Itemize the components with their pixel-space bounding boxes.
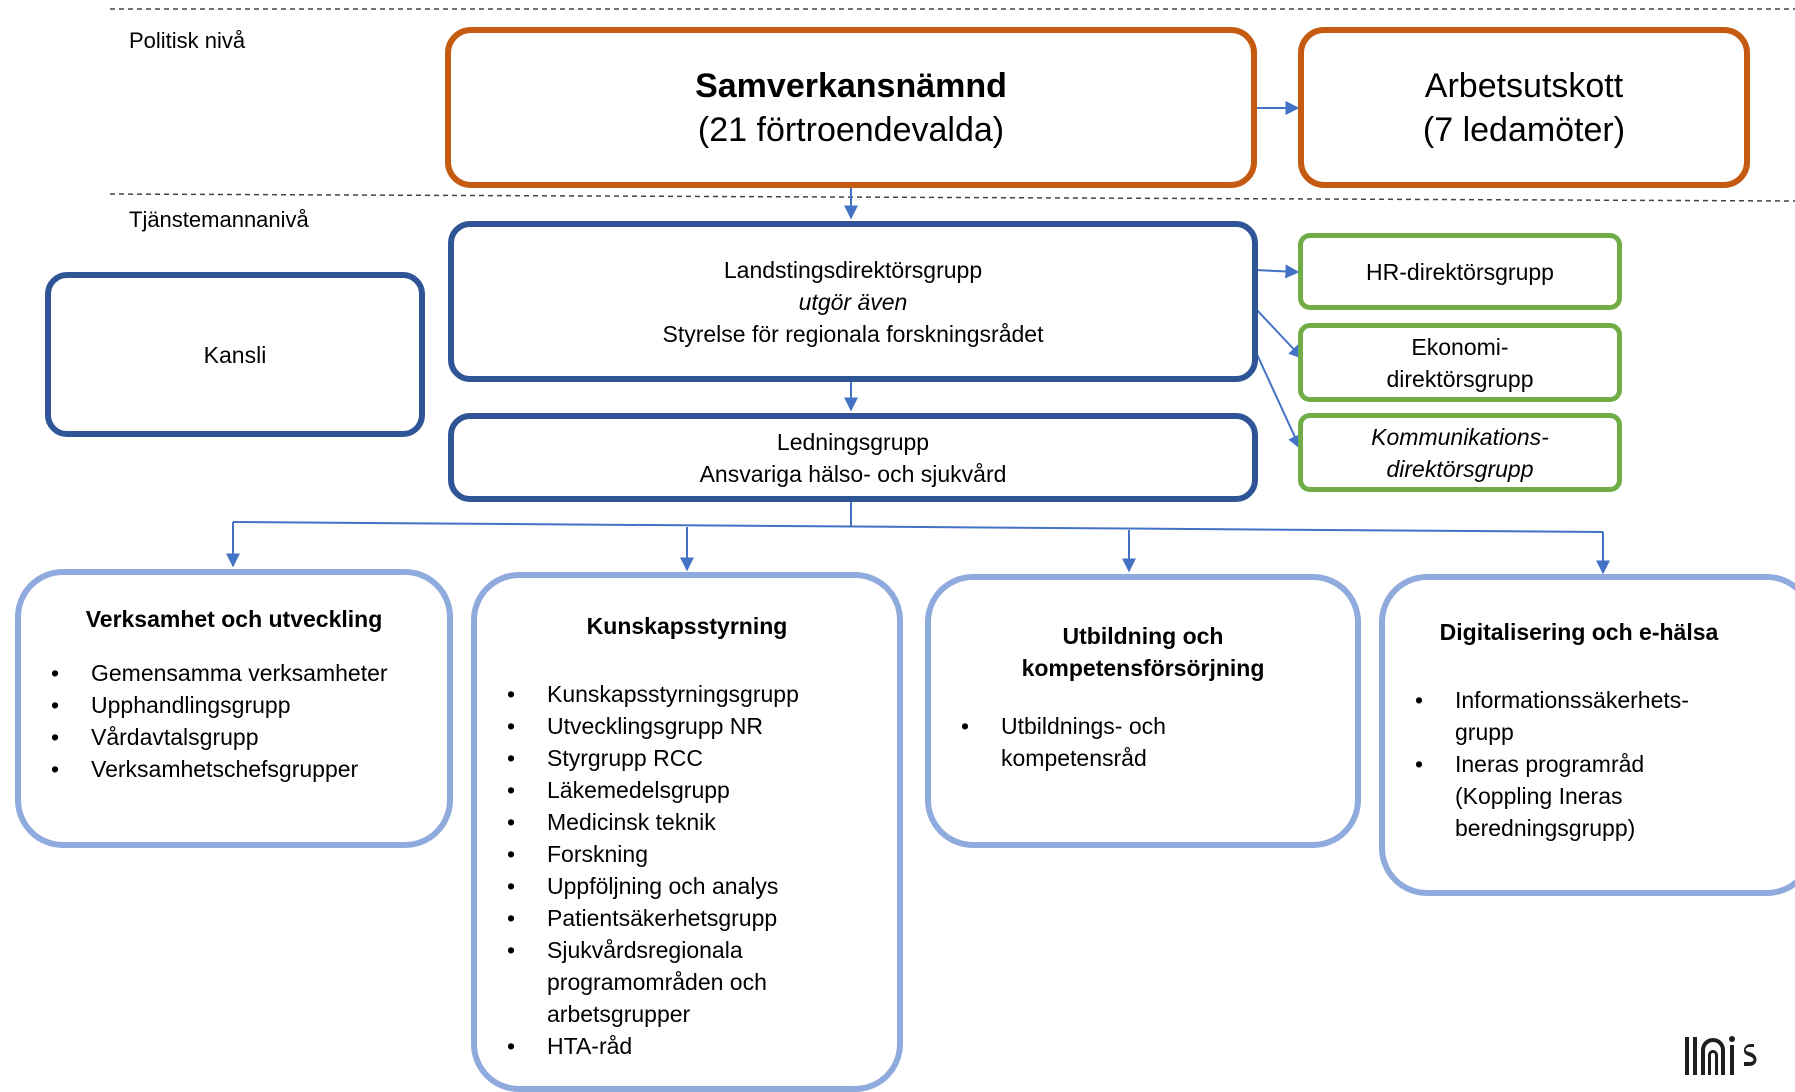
ekonomi-line2: direktörsgrupp — [1386, 365, 1534, 392]
landstingsdirektorsgrupp-box: Landstingsdirektörsgrupp utgör även Styr… — [448, 221, 1258, 382]
hr-direktorsgrupp-box: HR-direktörsgrupp — [1298, 233, 1622, 310]
hr-label: HR-direktörsgrupp — [1366, 258, 1554, 285]
list-item: Patientsäkerhetsgrupp — [477, 902, 797, 934]
samverkansnamnd-subtitle: (21 förtroendevalda) — [697, 110, 1005, 149]
panel-digital-title: Digitalisering och e-hälsa — [1439, 619, 1719, 645]
panel-kunskap: Kunskapsstyrning Kunskapsstyrningsgrupp … — [471, 572, 903, 1092]
ledningsgrupp-line1: Ledningsgrupp — [776, 428, 930, 455]
list-item: Forskning — [477, 838, 797, 870]
panel-digital: Digitalisering och e-hälsa Informationss… — [1379, 574, 1795, 896]
samverkansnamnd-title: Samverkansnämnd — [695, 66, 1007, 105]
landstingsdir-line3: Styrelse för regionala forskningsrådet — [662, 320, 1044, 347]
arrow-to-ekonomi — [1254, 307, 1303, 360]
arbetsutskott-subtitle: (7 ledamöter) — [1422, 110, 1626, 149]
arbetsutskott-title: Arbetsutskott — [1424, 66, 1624, 105]
samverkansnamnd-box: Samverkansnämnd (21 förtroendevalda) — [445, 27, 1257, 188]
ledningsgrupp-line2: Ansvariga hälso- och sjukvård — [699, 460, 1007, 487]
kommunikation-line1: Kommunikations- — [1371, 423, 1549, 450]
ekonomi-line1: Ekonomi- — [1411, 333, 1509, 360]
list-item: Vårdavtalsgrupp — [21, 721, 401, 753]
kommunikation-direktorsgrupp-box: Kommunikations- direktörsgrupp — [1298, 413, 1622, 492]
level-label-political: Politisk nivå — [129, 28, 246, 53]
list-item: Verksamhetschefsgrupper — [21, 753, 401, 785]
landstingsdir-line1: Landstingsdirektörsgrupp — [723, 256, 983, 283]
arbetsutskott-box: Arbetsutskott (7 ledamöter) — [1298, 27, 1750, 188]
list-item: Läkemedelsgrupp — [477, 774, 797, 806]
ledningsgrupp-box: Ledningsgrupp Ansvariga hälso- och sjukv… — [448, 413, 1258, 502]
list-item: Medicinsk teknik — [477, 806, 797, 838]
list-item: Utvecklingsgrupp NR — [477, 710, 797, 742]
connector-horizontal — [232, 521, 1604, 533]
arrow-to-kommunikation — [1254, 349, 1302, 450]
level-label-official: Tjänstemannanivå — [129, 207, 309, 232]
list-item: Informationssäkerhets-grupp — [1385, 684, 1689, 748]
panel-utbildning-list: Utbildnings- och kompetensråd — [931, 710, 1211, 774]
list-item: Kunskapsstyrningsgrupp — [477, 678, 799, 710]
logo-icon — [1685, 1036, 1757, 1075]
list-item: Gemensamma verksamheter — [21, 657, 401, 689]
ekonomi-direktorsgrupp-box: Ekonomi- direktörsgrupp — [1298, 323, 1622, 402]
kansli-box: Kansli — [45, 272, 425, 437]
landstingsdir-line2: utgör även — [798, 288, 908, 315]
kommunikation-line2: direktörsgrupp — [1386, 455, 1534, 482]
panel-kunskap-title: Kunskapsstyrning — [586, 613, 788, 639]
list-item: Upphandlingsgrupp — [21, 689, 401, 721]
list-item: Utbildnings- och kompetensråd — [931, 710, 1211, 774]
panel-digital-list: Informationssäkerhets-grupp Ineras progr… — [1385, 684, 1689, 844]
kansli-label: Kansli — [203, 341, 267, 368]
list-item: Sjukvårdsregionala programområden och ar… — [477, 934, 797, 1030]
panel-utbildning-title: Utbildning och kompetensförsörjning — [1021, 623, 1265, 681]
panel-verksamhet: Verksamhet och utveckling Gemensamma ver… — [15, 569, 453, 848]
list-item: Styrgrupp RCC — [477, 742, 797, 774]
list-item: HTA-råd — [477, 1030, 797, 1062]
panel-verksamhet-list: Gemensamma verksamheter Upphandlingsgrup… — [21, 657, 401, 785]
panel-verksamhet-title: Verksamhet och utveckling — [85, 606, 383, 632]
panel-utbildning: Utbildning och kompetensförsörjning Utbi… — [925, 574, 1361, 848]
arrow-to-hr — [1254, 264, 1300, 279]
list-item: Uppföljning och analys — [477, 870, 797, 902]
separator-middle — [109, 193, 1795, 202]
panel-kunskap-list: Kunskapsstyrningsgrupp Utvecklingsgrupp … — [477, 678, 799, 1062]
list-item: Ineras programråd (Koppling Ineras bered… — [1385, 748, 1685, 844]
